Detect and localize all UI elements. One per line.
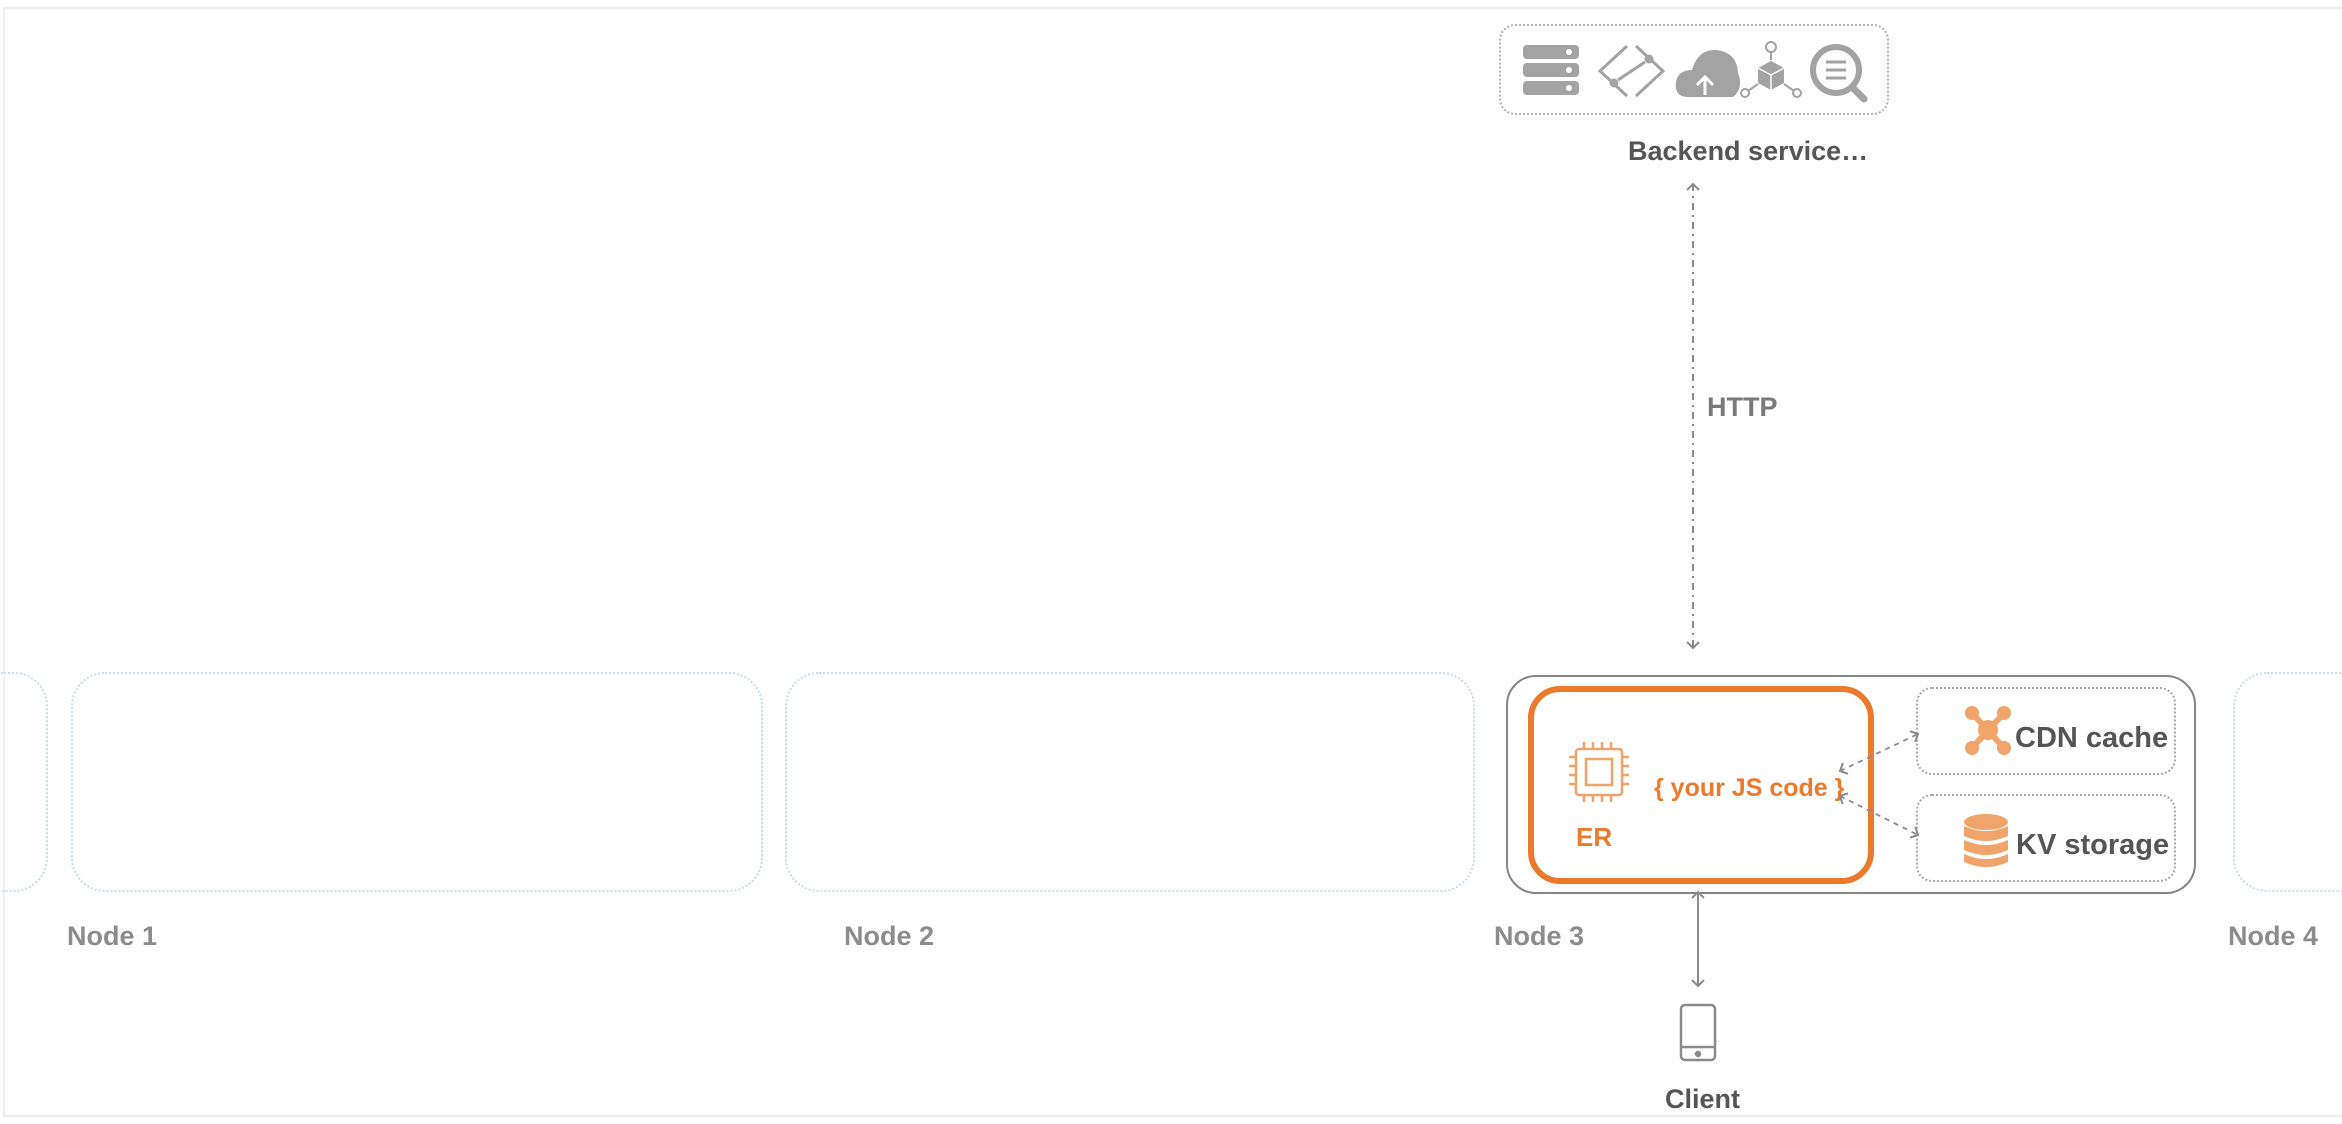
cdn-cache-label: CDN cache xyxy=(2015,722,2169,754)
node-4-label: Node 4 xyxy=(2228,921,2319,951)
search-service-icon xyxy=(1810,44,1868,103)
node-4-partial-box xyxy=(2233,672,2342,892)
cpu-chip-icon xyxy=(1569,742,1629,802)
client-label: Client xyxy=(1665,1084,1741,1114)
server-stack-icon xyxy=(1523,45,1579,95)
er-label: ER xyxy=(1576,822,1613,852)
http-label: HTTP xyxy=(1707,392,1778,422)
node-3-label: Node 3 xyxy=(1494,921,1585,951)
database-icon xyxy=(1964,814,2008,867)
cdn-connector xyxy=(1838,730,1920,775)
kv-storage-label: KV storage xyxy=(2016,829,2170,861)
backend-service-label: Backend service… xyxy=(1628,136,1869,166)
edge-routine-box xyxy=(1528,686,1874,884)
node-1-label: Node 1 xyxy=(67,921,158,951)
cdn-network-icon xyxy=(1965,706,2011,755)
backend-service-box xyxy=(1499,24,1889,115)
node-2-box xyxy=(785,672,1475,892)
container-network-icon xyxy=(1740,41,1802,98)
js-code-label: { your JS code } xyxy=(1654,774,1845,802)
node-3-box xyxy=(1506,675,2196,894)
node-2-label: Node 2 xyxy=(844,921,935,951)
api-gateway-icon xyxy=(1597,44,1666,98)
node-1-box xyxy=(71,672,763,892)
cloud-upload-icon xyxy=(1675,49,1741,97)
smartphone-icon xyxy=(1679,1003,1717,1062)
kv-connector xyxy=(1838,792,1920,839)
canvas-frame xyxy=(3,7,2342,1117)
